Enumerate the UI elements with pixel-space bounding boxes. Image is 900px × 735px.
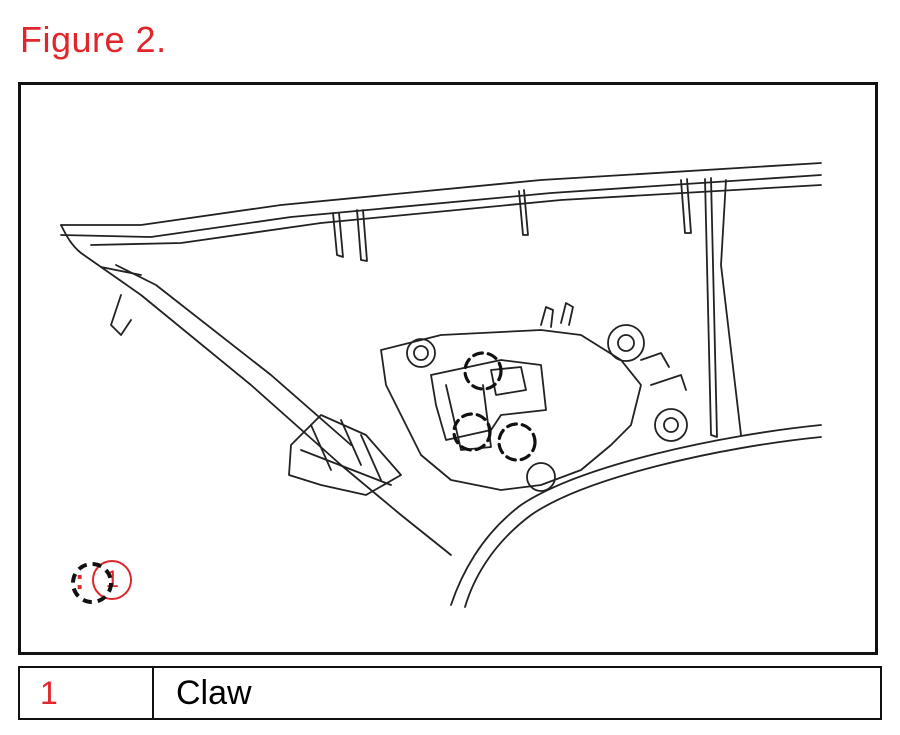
figure-frame: : 1	[18, 82, 878, 655]
legend-colon: :	[75, 564, 85, 595]
claw-marker-top	[463, 351, 503, 391]
figure-title: Figure 2.	[20, 19, 167, 60]
dashed-circle-icon	[71, 562, 113, 604]
claw-marker-right	[497, 422, 537, 462]
claw-marker-left	[452, 412, 492, 452]
legend: : 1	[69, 560, 133, 604]
trim-panel-illustration	[60, 162, 822, 608]
part-number-cell: 1	[18, 666, 154, 720]
table-row: 1 Claw	[18, 666, 882, 720]
parts-table: 1 Claw	[18, 666, 882, 720]
part-name-cell: Claw	[152, 666, 882, 720]
